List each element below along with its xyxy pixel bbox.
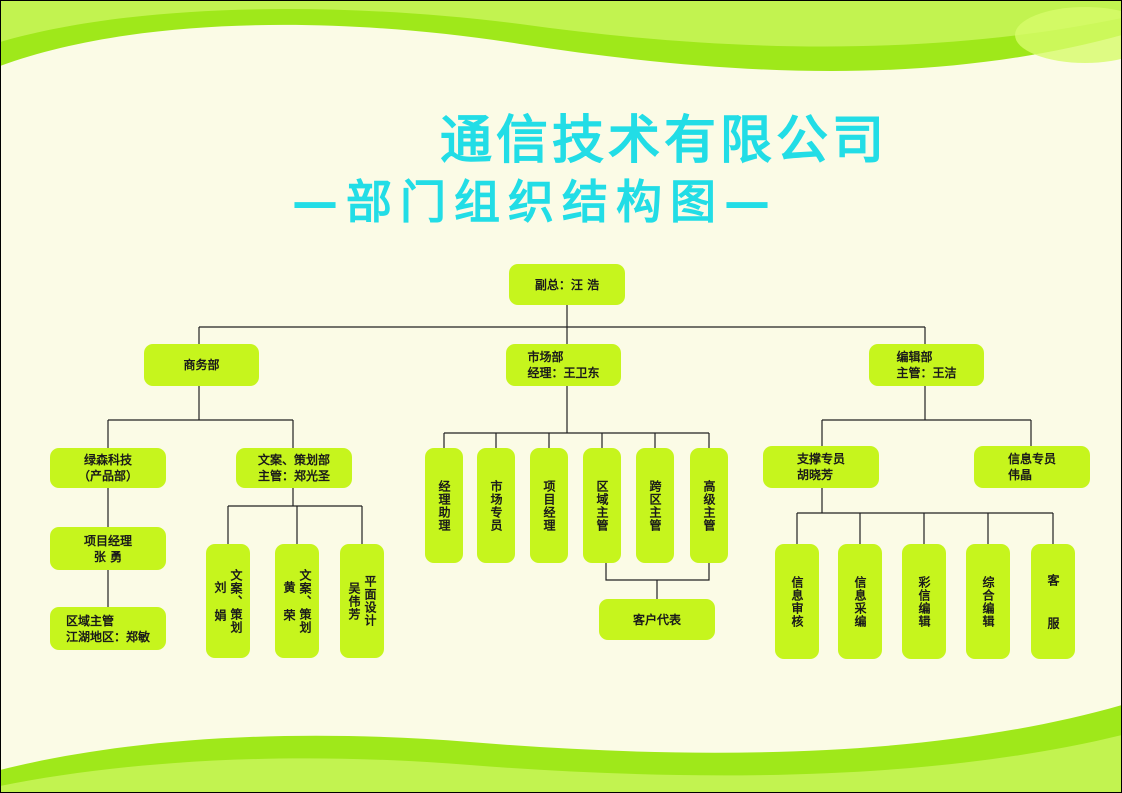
sms-edit-label: 彩信编辑 [917,575,931,628]
copy-liu-box: 文案、策划 刘 娟 [206,544,250,658]
customer-service-box: 客 服 [1031,544,1075,659]
general-edit-box: 综合编辑 [966,544,1010,659]
general-edit-label: 综合编辑 [981,575,995,628]
cross-region-manager-label: 跨区主管 [648,479,662,532]
regional-manager-jh-label: 区域主管 江湖地区：郑敏 [65,613,150,644]
design-wu-box: 平面设计 吴伟芳 [340,544,384,658]
senior-manager-box: 高级主管 [690,448,728,563]
editorial-dept-box: 编辑部 主管：王洁 [869,344,984,386]
manager-assistant-label: 经理助理 [437,479,451,532]
bottom-wave-light [0,735,1122,793]
copy-huang-label: 文案、策划 黄 荣 [282,568,312,634]
customer-rep-box: 客户代表 [599,599,715,640]
company-title: 通信技术有限公司 [440,111,889,171]
top-right-swirl [1015,7,1122,63]
info-review-label: 信息审核 [790,575,804,628]
vp-box: 副总：汪 浩 [509,264,625,305]
market-specialist-label: 市场专员 [489,479,503,532]
market-connector [443,386,710,448]
planning-connector [227,488,363,544]
regional-manager-box: 区域主管 [583,448,621,563]
customer-service-label: 客 服 [1046,573,1060,630]
planning-dept-label: 文案、策划部 主管：郑光圣 [257,453,330,483]
planning-dept-box: 文案、策划部 主管：郑光圣 [236,448,352,488]
editorial-dept-label: 编辑部 主管：王洁 [896,350,957,380]
info-collect-box: 信息采编 [838,544,882,659]
market-specialist-box: 市场专员 [477,448,515,563]
sms-edit-box: 彩信编辑 [902,544,946,659]
business-dept-label: 商务部 [183,358,220,372]
senior-manager-label: 高级主管 [702,479,716,532]
regional-manager-label: 区域主管 [595,479,609,532]
info-specialist-box: 信息专员 伟晶 [974,446,1090,488]
regional-manager-jh-box: 区域主管 江湖地区：郑敏 [50,607,166,650]
info-specialist-label: 信息专员 伟晶 [1007,452,1056,482]
vp-connector [198,305,926,344]
market-dept-box: 市场部 经理：王卫东 [506,344,621,386]
design-wu-label: 平面设计 吴伟芳 [347,575,377,627]
copy-liu-label: 文案、策划 刘 娟 [213,568,243,634]
lvsen-tech-label: 绿森科技 （产品部） [77,453,138,483]
customer-rep-connector [605,563,710,599]
support-specialist-box: 支撑专员 胡晓芳 [763,446,879,488]
project-manager-2-label: 项目经理 [542,479,556,532]
business-connector [107,386,294,448]
cross-region-manager-box: 跨区主管 [636,448,674,563]
chart-subtitle: —部门组织结构图— [292,175,778,229]
manager-assistant-box: 经理助理 [425,448,463,563]
customer-rep-label: 客户代表 [632,612,681,627]
copy-huang-box: 文案、策划 黄 荣 [275,544,319,658]
market-dept-label: 市场部 经理：王卫东 [527,350,600,380]
business-dept-box: 商务部 [144,344,259,386]
info-collect-label: 信息采编 [853,575,867,628]
support-specialist-label: 支撑专员 胡晓芳 [796,452,845,482]
support-connector [796,488,1054,544]
info-review-box: 信息审核 [775,544,819,659]
project-manager-box: 项目经理 张 勇 [50,527,166,570]
editorial-connector [821,386,1032,446]
vp-label: 副总：汪 浩 [534,277,600,292]
lvsen-tech-box: 绿森科技 （产品部） [50,448,166,488]
top-wave-light [0,0,1122,47]
project-manager-2-box: 项目经理 [530,448,568,563]
project-manager-label: 项目经理 张 勇 [83,533,132,564]
